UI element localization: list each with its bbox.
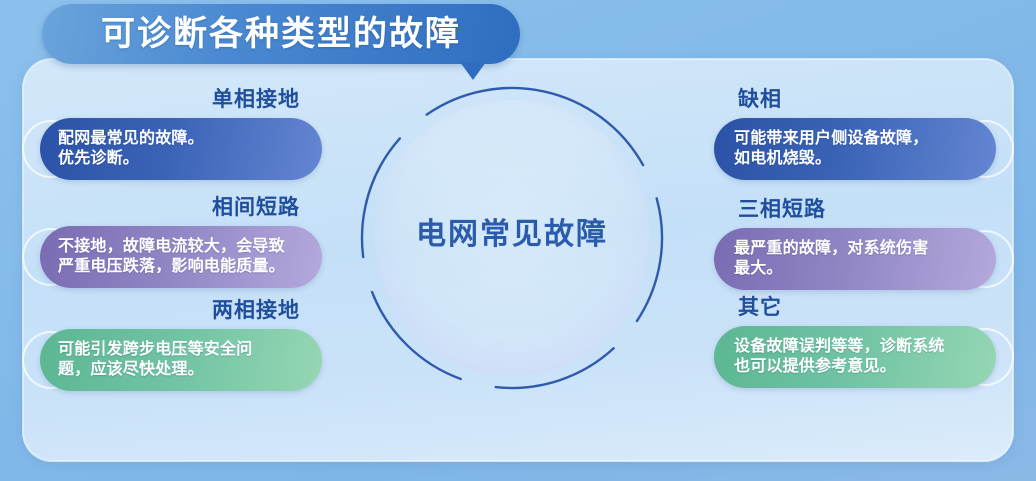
fault-pill-wrap: 可能引发跨步电压等安全问题，应该尽快处理。 <box>22 329 322 392</box>
fault-description: 可能引发跨步电压等安全问题，应该尽快处理。 <box>58 340 253 379</box>
fault-pill[interactable]: 可能引发跨步电压等安全问题，应该尽快处理。 <box>40 329 322 392</box>
pill-arc-decor <box>22 331 80 390</box>
fault-item-phase-to-phase-short[interactable]: 相间短路 不接地，故障电流较大，会导致严重电压跌落，影响电能质量。 <box>22 196 322 289</box>
fault-heading: 其它 <box>738 296 782 319</box>
fault-item-three-phase-short[interactable]: 三相短路 最严重的故障，对系统伤害最大。 <box>714 198 1014 291</box>
fault-pill[interactable]: 设备故障误判等等，诊断系统也可以提供参考意见。 <box>714 326 996 389</box>
fault-heading: 相间短路 <box>212 196 300 219</box>
fault-pill-wrap: 设备故障误判等等，诊断系统也可以提供参考意见。 <box>714 326 1014 389</box>
fault-item-phase-loss[interactable]: 缺相 可能带来用户侧设备故障，如电机烧毁。 <box>714 88 1014 181</box>
pill-arc-decor <box>22 120 80 179</box>
fault-description: 设备故障误判等等，诊断系统也可以提供参考意见。 <box>734 337 945 376</box>
pill-arc-decor <box>956 230 1014 289</box>
fault-heading: 两相接地 <box>212 299 300 322</box>
center-hub: 电网常见故障 <box>352 78 672 398</box>
center-glow-ring <box>374 100 650 376</box>
title-banner: 可诊断各种类型的故障 <box>42 4 520 80</box>
fault-pill[interactable]: 不接地，故障电流较大，会导致严重电压跌落，影响电能质量。 <box>40 226 322 289</box>
fault-pill-wrap: 配网最常见的故障。优先诊断。 <box>22 118 322 181</box>
fault-description: 不接地，故障电流较大，会导致严重电压跌落，影响电能质量。 <box>58 237 285 276</box>
dashed-circle-icon <box>360 86 664 390</box>
page-title: 可诊断各种类型的故障 <box>101 15 461 53</box>
fault-heading: 缺相 <box>738 88 782 111</box>
fault-item-two-phase-ground[interactable]: 两相接地 可能引发跨步电压等安全问题，应该尽快处理。 <box>22 299 322 392</box>
fault-item-single-phase-ground[interactable]: 单相接地 配网最常见的故障。优先诊断。 <box>22 88 322 181</box>
banner-tail-icon <box>460 62 486 80</box>
fault-pill-wrap: 不接地，故障电流较大，会导致严重电压跌落，影响电能质量。 <box>22 226 322 289</box>
pill-arc-decor <box>956 120 1014 179</box>
fault-description: 最严重的故障，对系统伤害最大。 <box>734 239 929 278</box>
fault-heading: 三相短路 <box>738 198 826 221</box>
fault-pill[interactable]: 可能带来用户侧设备故障，如电机烧毁。 <box>714 118 996 181</box>
fault-pill[interactable]: 配网最常见的故障。优先诊断。 <box>40 118 322 181</box>
pill-arc-decor <box>956 328 1014 387</box>
fault-description: 可能带来用户侧设备故障，如电机烧毁。 <box>734 129 929 168</box>
fault-heading: 单相接地 <box>212 88 300 111</box>
fault-pill[interactable]: 最严重的故障，对系统伤害最大。 <box>714 228 996 291</box>
fault-description: 配网最常见的故障。优先诊断。 <box>58 129 204 168</box>
fault-item-other[interactable]: 其它 设备故障误判等等，诊断系统也可以提供参考意见。 <box>714 296 1014 389</box>
fault-pill-wrap: 最严重的故障，对系统伤害最大。 <box>714 228 1014 291</box>
center-label: 电网常见故障 <box>416 218 608 251</box>
pill-arc-decor <box>22 228 80 287</box>
fault-pill-wrap: 可能带来用户侧设备故障，如电机烧毁。 <box>714 118 1014 181</box>
